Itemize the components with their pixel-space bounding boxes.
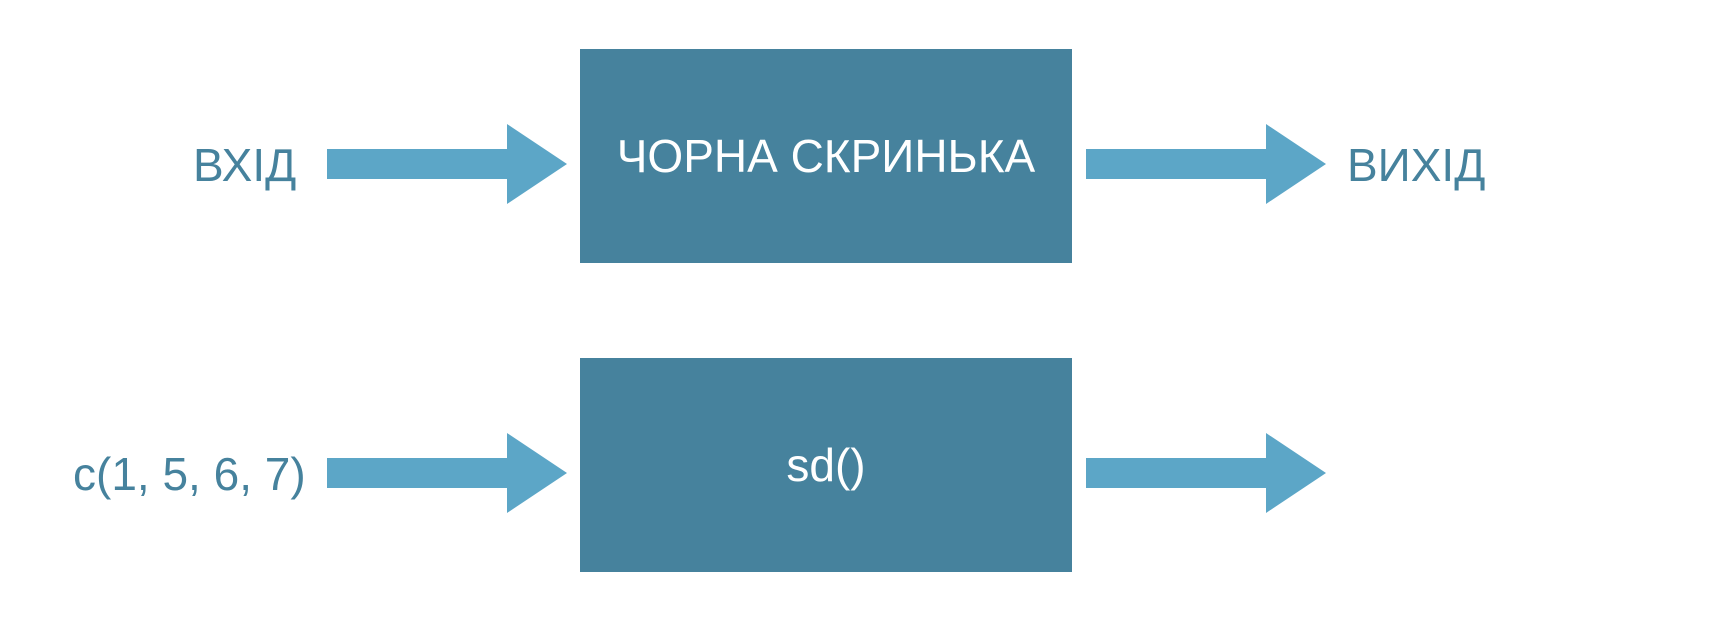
- arrow-right-icon: [327, 433, 567, 513]
- input-label-bottom: c(1, 5, 6, 7): [73, 448, 306, 500]
- arrow-right-icon: [1086, 433, 1326, 513]
- output-label-top: ВИХІД: [1347, 139, 1486, 191]
- arrow-right-icon: [1086, 124, 1326, 204]
- black-box-block: ЧОРНА СКРИНЬКА: [580, 49, 1072, 263]
- function-box-block: sd(): [580, 358, 1072, 572]
- input-label-top: ВХІД: [193, 139, 297, 191]
- function-box-label: sd(): [786, 439, 866, 491]
- black-box-label: ЧОРНА СКРИНЬКА: [616, 130, 1036, 182]
- arrow-right-icon: [327, 124, 567, 204]
